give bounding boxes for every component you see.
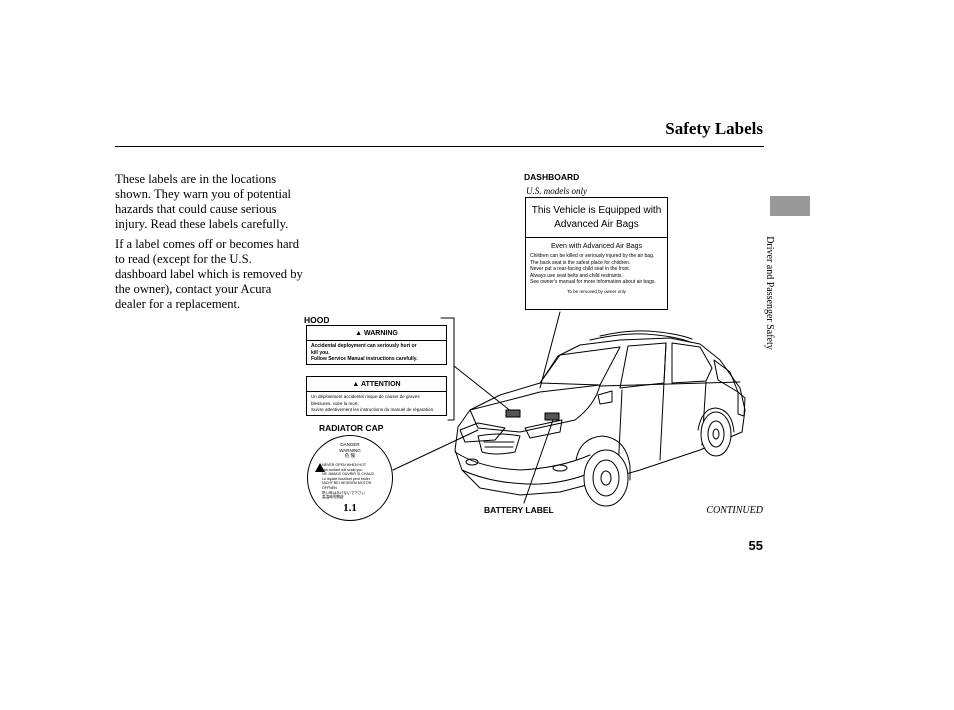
battery-leader-line (523, 419, 554, 504)
hood-warning-line: Follow Service Manual instructions caref… (311, 356, 418, 362)
radiator-cap-line: NICHT BEI HEISSEM MOTOR ÖFFNEN (322, 481, 372, 490)
radiator-cap-line: 危 険 (344, 453, 356, 458)
intro-p1-line: shown. They warn you of potential (115, 187, 292, 201)
hood-caption: HOOD (304, 315, 330, 325)
hood-warning-line: Accidental deployment can seriously hurt… (311, 343, 417, 349)
dashboard-caption: DASHBOARD (524, 172, 580, 182)
radiator-cap-line: Le liquide bouillant peut brûler (322, 476, 370, 481)
hood-warning-title: WARNING (364, 330, 398, 337)
intro-paragraph-1: These labels are in the locations shown.… (115, 172, 325, 232)
continued-note: CONTINUED (706, 505, 763, 516)
intro-paragraph-2: If a label comes off or becomes hard to … (115, 237, 325, 312)
hood-warning-label: ▲ WARNING Accidental deployment can seri… (306, 325, 447, 365)
warning-triangle-icon: ▲ (355, 330, 363, 337)
hood-warning-line: kill you. (311, 349, 330, 356)
radiator-cap-line: Hot coolant will scald you (322, 467, 363, 472)
intro-p2-line: dashboard label which is removed by (115, 267, 303, 281)
title-divider (115, 146, 764, 147)
radiator-cap-line: 高温時勿開啟 (322, 495, 344, 500)
hood-attention-line: Un déploiement accidentel risque de caus… (311, 394, 420, 399)
hood-attention-line: blessures, voire la mort. (311, 400, 359, 406)
dashboard-label-heading: Advanced Air Bags (554, 219, 639, 230)
dashboard-label-divider (526, 237, 667, 238)
warning-triangle-icon (315, 463, 325, 472)
section-tab-marker (770, 196, 810, 216)
dashboard-label-footnote: To be removed by owner only (567, 288, 626, 294)
hood-attention-divider (307, 391, 446, 392)
intro-p2-line: dealer for a replacement. (115, 297, 241, 311)
hood-attention-title: ATTENTION (361, 381, 401, 388)
hood-leader-line (453, 365, 513, 413)
radiator-cap-rating: 1.1 (343, 502, 357, 514)
intro-p2-line: to read (except for the U.S. (115, 252, 252, 266)
radiator-cap-line: NE JAMAIS OUVRIR SI CHAUD (322, 472, 375, 477)
page-title: Safety Labels (665, 119, 763, 138)
intro-p2-line: If a label comes off or becomes hard (115, 237, 300, 251)
hood-attention-label: ▲ ATTENTION Un déploiement accidentel ri… (306, 376, 447, 416)
radiator-cap-line: WARNING (339, 447, 361, 453)
dashboard-label-line: See owner's manual for more information … (530, 279, 656, 285)
intro-p1-line: hazards that could cause serious (115, 202, 277, 216)
dashboard-subcaption: U.S. models only (526, 186, 587, 196)
hood-attention-line: Suivre attentivement les instructions du… (311, 407, 435, 412)
hood-bracket-line (440, 317, 455, 421)
radiator-cap-line: DANGER (340, 442, 360, 447)
hood-warning-divider (307, 340, 446, 341)
radiator-leader-line (392, 429, 479, 471)
radiator-cap-label: DANGER WARNING 危 険 NEVER OPEN WHEN HOT H… (307, 435, 393, 521)
warning-triangle-icon: ▲ (352, 381, 360, 388)
dashboard-label-heading: This Vehicle is Equipped with (531, 205, 662, 216)
dashboard-leader-line (539, 311, 561, 389)
intro-p1-line: injury. Read these labels carefully. (115, 217, 289, 231)
intro-p2-line: the owner), contact your Acura (115, 282, 272, 296)
radiator-cap-line: 熱い時はあけないで下さい (322, 490, 366, 495)
dashboard-airbag-label: This Vehicle is Equipped with Advanced A… (525, 197, 668, 310)
radiator-cap-caption: RADIATOR CAP (319, 423, 384, 433)
dashboard-label-line: Always use seat belts and child restrain… (530, 272, 623, 279)
dashboard-label-line: The back seat is the safest place for ch… (530, 259, 631, 266)
page-number: 55 (748, 538, 763, 553)
intro-p1-line: These labels are in the locations (115, 172, 277, 186)
radiator-cap-line: NEVER OPEN WHEN HOT (322, 463, 367, 467)
battery-label-caption: BATTERY LABEL (484, 505, 554, 515)
dashboard-label-line: Never put a rear-facing child seat in th… (530, 266, 631, 272)
dashboard-label-line: Children can be killed or seriously inju… (530, 253, 655, 259)
dashboard-label-subheading: Even with Advanced Air Bags (550, 243, 643, 250)
